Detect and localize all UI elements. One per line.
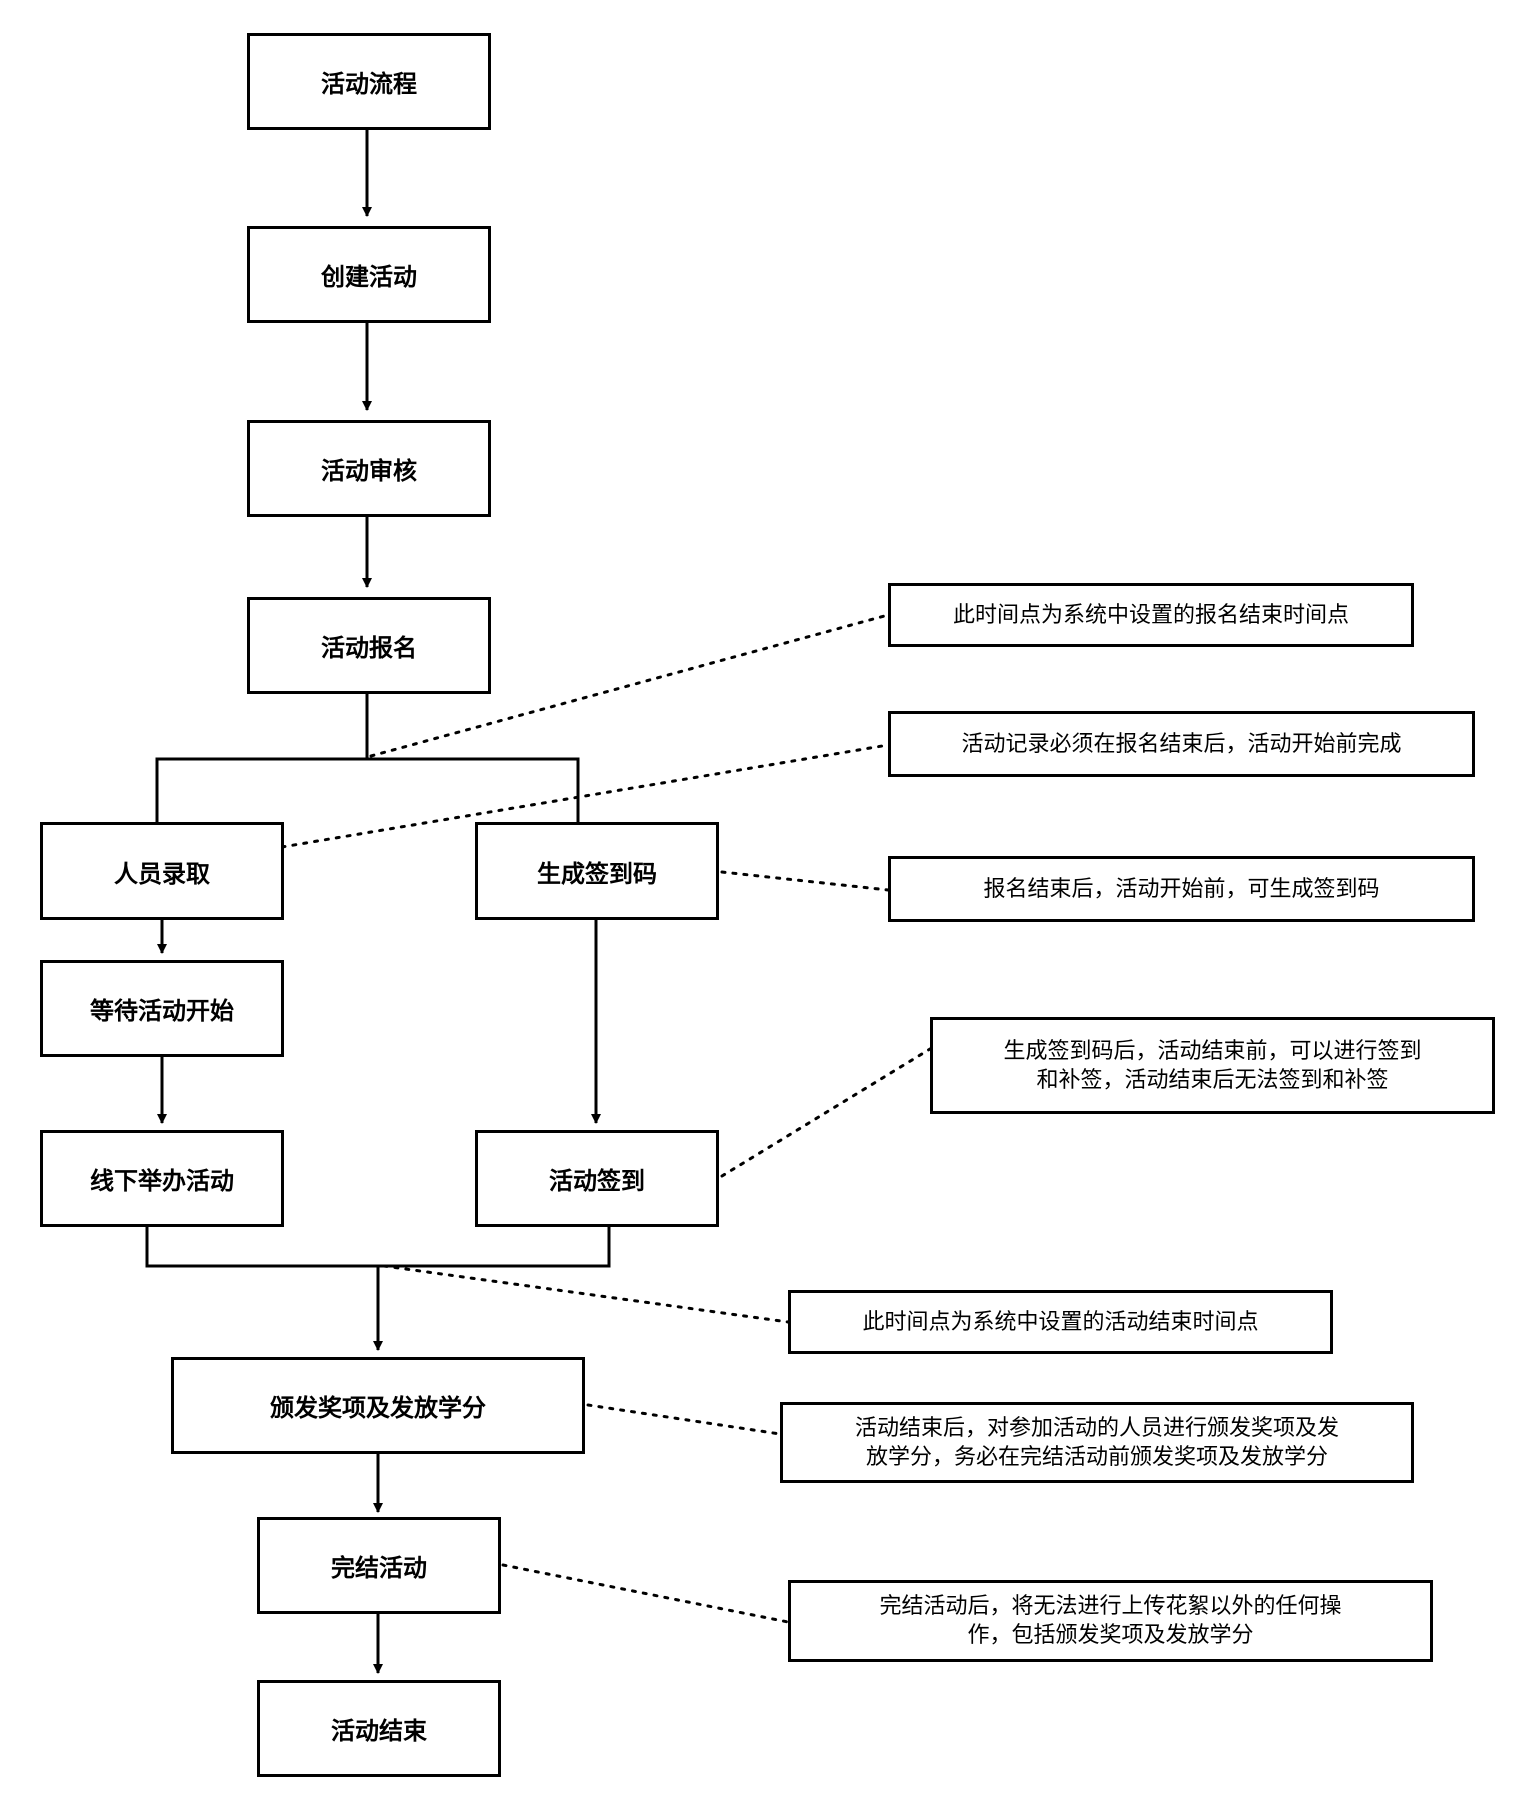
split-left: [155, 757, 367, 822]
step-award: 颁发奖项及发放学分: [171, 1357, 585, 1454]
step-end: 活动结束: [257, 1680, 501, 1777]
note-checkin-window: 生成签到码后，活动结束前，可以进行签到 和补签，活动结束后无法签到和补签: [930, 1017, 1495, 1114]
note-admit-window: 活动记录必须在报名结束后，活动开始前完成: [888, 711, 1475, 777]
step-label: 等待活动开始: [90, 997, 234, 1025]
step-label: 创建活动: [321, 263, 417, 291]
step-label: 完结活动: [331, 1554, 427, 1582]
step-offline: 线下举办活动: [40, 1130, 284, 1227]
note-text: 报名结束后，活动开始前，可生成签到码: [983, 876, 1380, 902]
dotted-link-activity-end: [382, 1264, 790, 1324]
note-text-line-2: 和补签，活动结束后无法签到和补签: [1036, 1067, 1389, 1093]
note-text: 此时间点为系统中设置的报名结束时间点: [952, 602, 1349, 628]
step-label: 活动流程: [321, 70, 417, 98]
step-label: 生成签到码: [537, 859, 657, 888]
step-checkin: 活动签到: [475, 1130, 719, 1227]
step-flow: 活动流程: [247, 33, 491, 130]
note-text-line-1: 生成签到码后，活动结束前，可以进行签到: [1003, 1038, 1422, 1064]
note-text: 此时间点为系统中设置的活动结束时间点: [862, 1309, 1259, 1335]
note-signup-end: 此时间点为系统中设置的报名结束时间点: [888, 583, 1414, 647]
step-review: 活动审核: [247, 420, 491, 517]
merge-connector: [145, 1227, 611, 1268]
step-label: 活动审核: [321, 457, 417, 485]
note-activity-end: 此时间点为系统中设置的活动结束时间点: [788, 1290, 1333, 1354]
dotted-link-code-window: [720, 870, 890, 892]
step-label: 活动报名: [321, 634, 417, 662]
split-right: [367, 757, 580, 822]
step-wait: 等待活动开始: [40, 960, 284, 1057]
step-gencode: 生成签到码: [475, 822, 719, 920]
step-signup: 活动报名: [247, 597, 491, 694]
note-text-line-1: 活动结束后，对参加活动的人员进行颁发奖项及发: [854, 1415, 1339, 1441]
note-finish: 完结活动后，将无法进行上传花絮以外的任何操 作，包括颁发奖项及发放学分: [788, 1580, 1433, 1662]
note-text: 活动记录必须在报名结束后，活动开始前完成: [961, 731, 1402, 757]
note-text-line-2: 作，包括颁发奖项及发放学分: [967, 1623, 1254, 1648]
note-text-line-1: 完结活动后，将无法进行上传花絮以外的任何操: [879, 1594, 1342, 1619]
note-text-line-2: 放学分，务必在完结活动前颁发奖项及发放学分: [865, 1444, 1328, 1470]
step-label: 人员录取: [114, 859, 210, 888]
step-label: 颁发奖项及发放学分: [270, 1394, 486, 1422]
dotted-link-finish: [501, 1563, 790, 1624]
dotted-link-award: [586, 1403, 782, 1436]
note-award: 活动结束后，对参加活动的人员进行颁发奖项及发 放学分，务必在完结活动前颁发奖项及…: [780, 1402, 1414, 1483]
dotted-link-admit-window: [280, 743, 890, 849]
dotted-link-signup-end: [369, 613, 890, 758]
step-create: 创建活动: [247, 226, 491, 323]
step-finish: 完结活动: [257, 1517, 501, 1614]
step-label: 线下举办活动: [90, 1167, 234, 1195]
dotted-link-checkin-window: [720, 1047, 932, 1178]
note-code-window: 报名结束后，活动开始前，可生成签到码: [888, 856, 1475, 922]
step-admit: 人员录取: [40, 822, 284, 920]
step-label: 活动签到: [549, 1167, 645, 1195]
step-label: 活动结束: [331, 1717, 427, 1745]
